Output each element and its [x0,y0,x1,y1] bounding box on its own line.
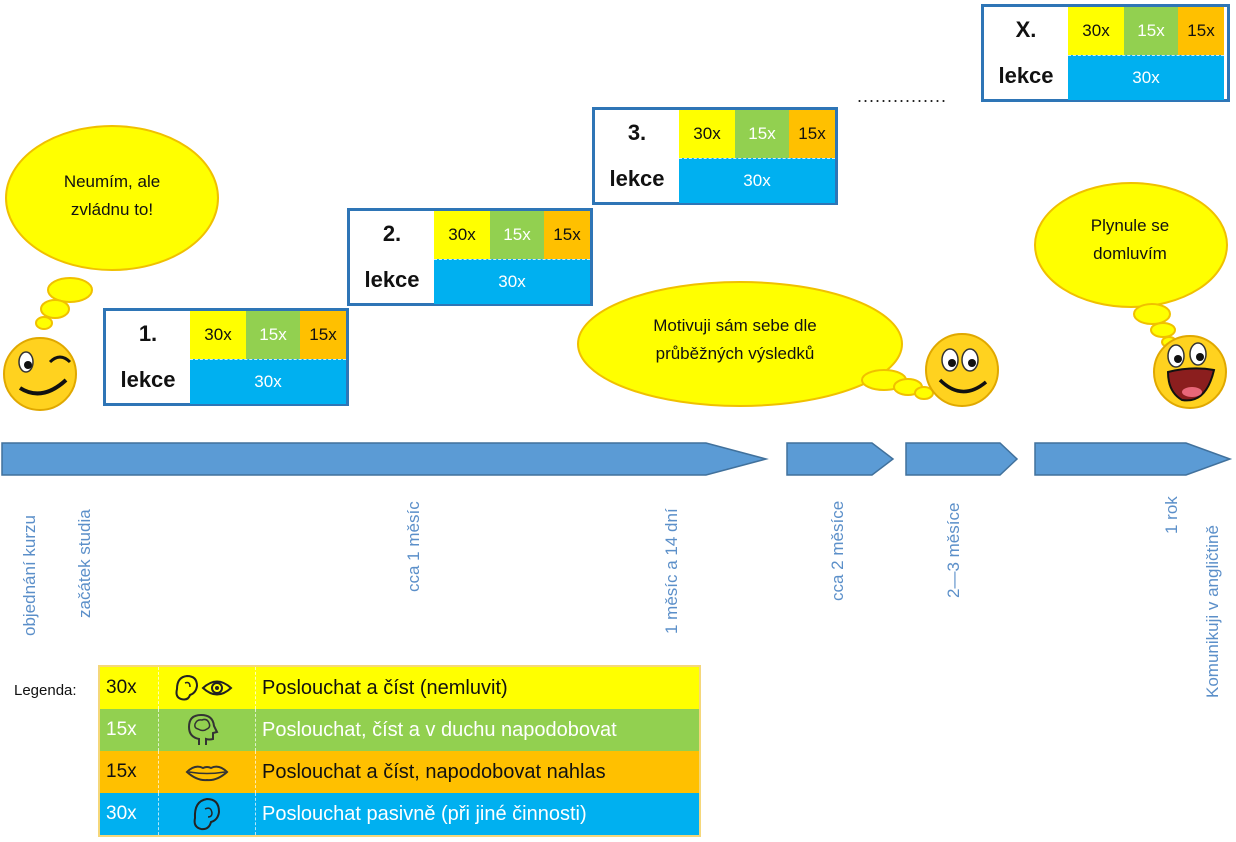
bubble-start-text: Neumím, ale zvládnu to! [63,172,161,219]
lips-icon [185,765,229,782]
laughing-smiley-icon [1153,335,1227,409]
ear-icon [193,797,221,831]
lesson-2-block: 2. lekce 30x 15x 15x 30x [347,208,593,306]
bubble-end-text: Plynule se domluvím [1090,216,1170,263]
cell-passive-listen: 30x [190,359,346,404]
label-two-three-months: 2—3 měsíce [944,502,963,598]
cell-imitate-aloud: 15x [300,311,346,359]
cell-imitate-aloud: 15x [1178,7,1224,55]
cell-imitate-silently: 15x [246,311,300,359]
bubbles-layer [3,125,1228,411]
lesson-word: lekce [998,63,1054,88]
cell-imitate-silently: 15x [490,211,544,259]
cell-passive-listen: 30x [679,158,835,203]
lesson-number: 2. [382,221,402,246]
cell-listen-read: 30x [190,311,246,359]
lesson-3-block: 3. lekce 30x 15x 15x 30x [592,107,838,205]
timeline-arrow-2 [786,442,895,476]
cell-imitate-silently: 15x [735,110,789,158]
label-two-months: cca 2 měsíce [828,500,847,601]
label-study-start: začátek studia [75,509,94,618]
legend-row-listen-read: 30x Poslouchat a číst (nemluvit) [100,667,699,710]
cell-listen-read: 30x [1068,7,1124,55]
lesson-word: lekce [364,267,420,292]
label-one-month: cca 1 měsíc [404,501,423,592]
thought-bubble-middle [577,281,934,407]
lesson-number: 1. [138,321,158,346]
label-month-14-days: 1 měsíc a 14 dní [662,508,681,634]
legend-count: 15x [106,761,137,782]
cell-passive-listen: 30x [434,259,590,304]
legend-count: 30x [106,803,137,824]
lesson-word: lekce [120,367,176,392]
legend-title: Legenda: [14,682,77,699]
ear-eye-icon [175,674,233,701]
timeline-arrow-1 [1,442,769,476]
timeline-arrow-4 [1034,442,1233,476]
timeline-arrows [1,442,1233,476]
legend-count: 30x [106,677,137,698]
label-communicate-english: Komunikuji v angličtině [1203,525,1222,698]
winking-smiley-icon [3,337,77,411]
thought-bubble-start [5,125,219,330]
cell-passive-listen: 30x [1068,55,1224,100]
legend-count: 15x [106,719,137,740]
lesson-x-block: X. lekce 30x 15x 15x 30x [981,4,1230,102]
label-course-order: objednání kurzu [20,515,39,636]
cell-imitate-aloud: 15x [789,110,835,158]
cell-imitate-silently: 15x [1124,7,1178,55]
legend-text: Poslouchat a číst (nemluvit) [262,677,508,699]
bubble-middle-text: Motivuji sám sebe dle průběžných výsledk… [653,316,817,363]
cell-listen-read: 30x [679,110,735,158]
ellipsis-dots: ............... [857,86,948,106]
label-one-year: 1 rok [1162,496,1181,534]
legend: 30x Poslouchat a číst (nemluvit) 15x Pos… [98,665,701,837]
legend-text: Poslouchat pasivně (při jiné činnosti) [262,803,587,825]
smiling-smiley-icon [925,333,999,407]
thought-bubble-end [1034,182,1228,348]
legend-text: Poslouchat a číst, napodobovat nahlas [262,761,606,783]
lesson-word: lekce [609,166,665,191]
lesson-number: X. [1015,17,1037,42]
timeline-arrow-3 [905,442,1019,476]
cell-imitate-aloud: 15x [544,211,590,259]
legend-text: Poslouchat, číst a v duchu napodobovat [262,719,617,741]
lesson-number: 3. [627,120,647,145]
legend-row-imitate-aloud: 15x Poslouchat a číst, napodobovat nahla… [100,751,699,794]
lesson-1-block: 1. lekce 30x 15x 15x 30x [103,308,349,406]
cell-listen-read: 30x [434,211,490,259]
head-brain-icon [187,713,219,745]
legend-row-passive-listen: 30x Poslouchat pasivně (při jiné činnost… [100,793,699,835]
legend-row-imitate-silently: 15x Poslouchat, číst a v duchu napodobov… [100,709,699,752]
